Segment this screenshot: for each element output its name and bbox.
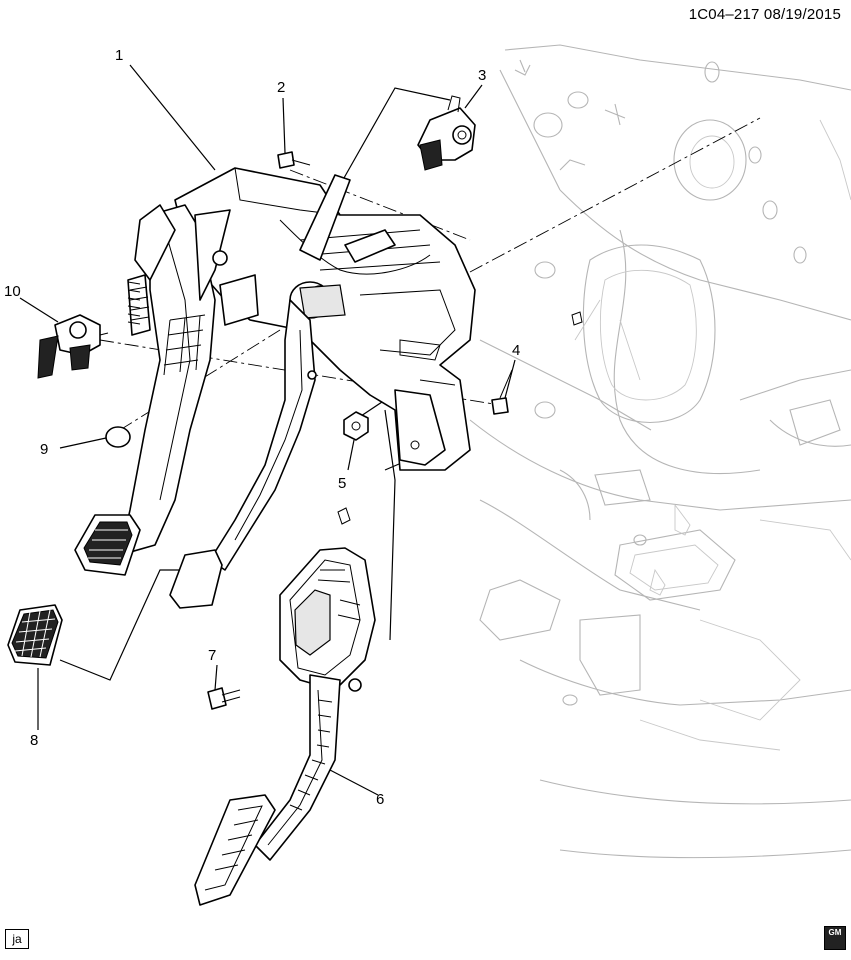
- drawing-number: 1C04–217 08/19/2015: [688, 6, 841, 23]
- callout-1: 1: [115, 47, 123, 64]
- bolt-item-4: [491, 369, 513, 415]
- callout-labels: 1 2 3 4 5 6 7 8 9 10: [4, 47, 520, 808]
- callout-6: 6: [376, 791, 384, 808]
- pedal-bracket: [174, 167, 476, 471]
- background-body-structure: [469, 44, 851, 859]
- clutch-pedal-arm: [119, 204, 231, 556]
- callout-5: 5: [338, 475, 346, 492]
- gm-logo-text: GM: [828, 928, 842, 937]
- callout-10: 10: [4, 283, 21, 300]
- clutch-pedal-pad: [74, 514, 141, 576]
- sensor-item-3: [417, 95, 476, 171]
- callout-9: 9: [40, 441, 48, 458]
- callout-leaders: [19, 64, 516, 796]
- switch-item-10: [37, 314, 109, 379]
- callout-7: 7: [208, 647, 216, 664]
- pedal-pad-cover: [7, 604, 63, 666]
- stud-fastener: [337, 311, 583, 525]
- callout-2: 2: [277, 79, 285, 96]
- callout-4: 4: [512, 342, 520, 359]
- callout-8: 8: [30, 732, 38, 749]
- bolt-item-7: [207, 687, 241, 710]
- illustrator-badge: ja: [5, 929, 29, 949]
- return-spring: [127, 281, 141, 325]
- accelerator-pedal-module: [279, 547, 376, 692]
- clip-item-9: [105, 426, 131, 448]
- brake-pedal-arm: [169, 299, 317, 609]
- gm-logo-icon: GM: [824, 926, 846, 950]
- accelerator-pedal-arm: [194, 674, 341, 906]
- callout-3: 3: [478, 67, 486, 84]
- nut-item-5: [343, 411, 369, 441]
- bolt-item-2: [277, 151, 311, 169]
